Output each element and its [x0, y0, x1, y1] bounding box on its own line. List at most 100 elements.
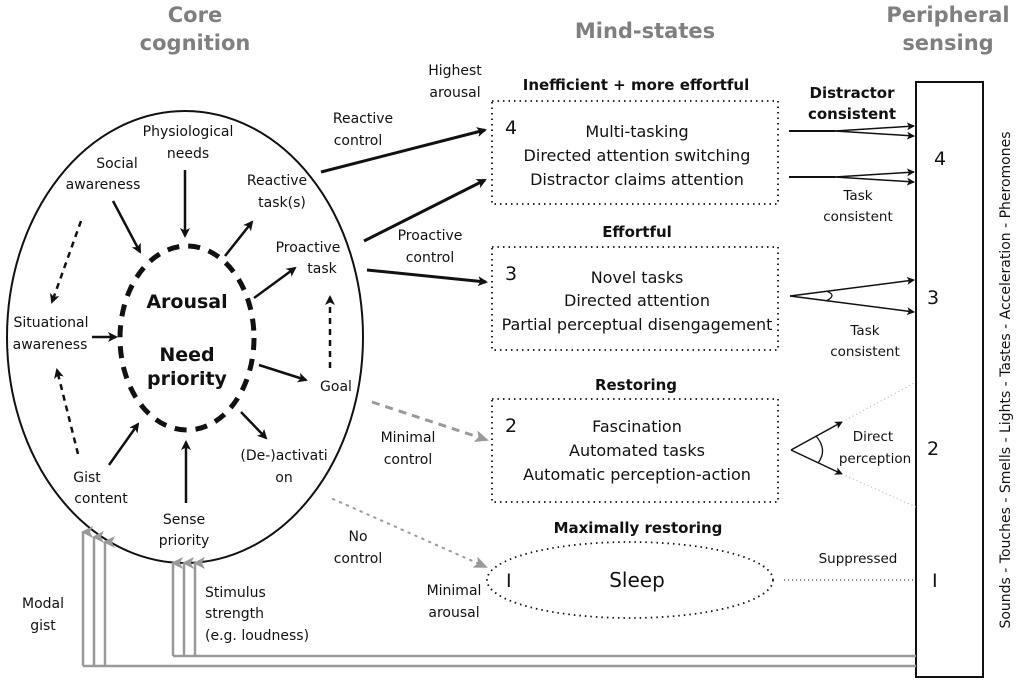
minimal-arousal-label-2: arousal — [428, 605, 479, 621]
sense-priority-label-2: priority — [159, 533, 210, 549]
distractor-consistent-label-2: consistent — [808, 105, 896, 123]
mind-state-1-heading: Maximally restoring — [554, 519, 723, 537]
reactive-tasks-label-2: task(s) — [258, 195, 306, 211]
stimulus-strength-label-2: strength — [205, 606, 264, 622]
mind-state-4-heading: Inefficient + more effortful — [523, 76, 750, 94]
stimulus-strength-label: Stimulus — [205, 585, 266, 601]
modal-gist-label: Modal — [22, 596, 64, 612]
distractor-arrow-lower — [834, 130, 915, 140]
arrow-gist-to-situational — [54, 368, 80, 455]
arrow-social-to-situational — [49, 220, 83, 304]
section-title-sensing: sensing — [902, 31, 993, 55]
arrow-no-control — [332, 498, 488, 568]
arrow-minimal-control — [371, 400, 489, 442]
arousal-need-circle — [117, 243, 257, 433]
task4-arrow-upper — [834, 168, 915, 178]
social-awareness-label: Social — [96, 156, 138, 172]
sleep-label: Sleep — [609, 568, 665, 592]
section-title-mind-states: Mind-states — [575, 19, 715, 43]
mind-state-2: Restoring 2 Fascination Automated tasks … — [491, 376, 779, 503]
proactive-task-label: Proactive — [276, 240, 341, 256]
no-control-label-2: control — [334, 551, 383, 567]
gist-content-label: Gist — [73, 470, 101, 486]
mind-state-4-line-2: Directed attention switching — [524, 146, 751, 165]
priority-label: priority — [147, 368, 228, 390]
task-consistent-4-label: Task — [842, 188, 872, 204]
stimulus-strength-feedback — [171, 557, 916, 658]
sense-priority-label: Sense — [163, 512, 205, 528]
mind-state-3-box — [491, 246, 779, 351]
task-consistent-3-label: Task — [849, 323, 879, 339]
arrow-center-to-reactive — [224, 220, 254, 257]
modal-gist-feedback — [81, 526, 916, 668]
mind-state-2-line-1: Fascination — [592, 417, 682, 436]
need-label: Need — [159, 344, 214, 366]
direct-perception-label-2: perception — [839, 451, 911, 467]
social-awareness-label-2: awareness — [66, 177, 141, 193]
task-consistent-3-arrows — [789, 276, 915, 316]
task-consistent-4-label-2: consistent — [823, 209, 893, 225]
mind-state-2-box — [491, 398, 779, 503]
reactive-tasks-label: Reactive — [247, 173, 307, 189]
mind-state-2-heading: Restoring — [595, 376, 677, 394]
mind-state-4: Inefficient + more effortful 4 Multi-tas… — [491, 76, 779, 205]
section-title-core-cognition: Core — [168, 3, 222, 27]
highest-arousal-label-2: arousal — [429, 85, 480, 101]
sleep-ellipse — [486, 541, 774, 619]
arrow-proactive-to-box4 — [363, 178, 487, 243]
task4-arrow-lower — [834, 176, 915, 186]
peripheral-level-2: 2 — [927, 438, 939, 460]
mind-state-3: Effortful 3 Novel tasks Directed attenti… — [491, 223, 779, 351]
direct-dotted-lower — [841, 473, 917, 508]
mind-state-2-line-3: Automatic perception-action — [523, 465, 751, 484]
mind-state-3-heading: Effortful — [602, 223, 672, 241]
no-control-label: No — [348, 529, 367, 545]
mind-state-4-line-1: Multi-tasking — [585, 122, 688, 141]
direct-perception-label: Direct — [853, 429, 893, 445]
direct-dotted-upper — [841, 381, 917, 423]
section-title-peripheral: Peripheral — [886, 3, 1009, 27]
reactive-control-label-2: control — [334, 133, 383, 149]
mind-state-2-level: 2 — [505, 415, 517, 437]
mind-state-2-line-2: Automated tasks — [569, 441, 705, 460]
direct-perception-arrows — [790, 381, 917, 508]
arrow-center-to-goal — [258, 363, 308, 383]
reactive-control-label: Reactive — [333, 111, 393, 127]
distractor-consistent-arrows — [789, 122, 915, 140]
peripheral-level-4: 4 — [934, 148, 946, 170]
deactivation-label-2: on — [275, 470, 292, 486]
arrow-center-to-deactivation — [240, 411, 268, 440]
physiological-needs-label: Physiological — [143, 124, 234, 140]
highest-arousal-label: Highest — [428, 63, 482, 79]
task-consistent-3-label-2: consistent — [830, 344, 900, 360]
arrow-proactive-control — [366, 268, 488, 287]
suppressed-label: Suppressed — [819, 551, 898, 567]
mind-state-3-line-2: Directed attention — [564, 291, 710, 310]
mind-state-4-box — [491, 100, 779, 205]
deactivation-label: (De-)activati — [240, 448, 327, 464]
distractor-consistent-label: Distractor — [810, 84, 896, 102]
minimal-control-label-2: control — [384, 452, 433, 468]
mind-state-1-level: I — [506, 570, 512, 592]
physiological-needs-label-2: needs — [167, 146, 209, 162]
section-title-core-cognition-2: cognition — [140, 31, 251, 55]
peripheral-sensing-box — [915, 81, 984, 678]
task3-arrow-upper — [789, 276, 915, 297]
task3-angle-arc — [825, 290, 833, 302]
minimal-control-label: Minimal — [381, 430, 436, 446]
mind-state-1: Maximally restoring I Sleep — [486, 519, 774, 619]
arrow-social-to-center — [111, 200, 142, 254]
mind-state-3-line-1: Novel tasks — [591, 268, 684, 287]
arrow-reactive-control — [320, 127, 487, 174]
situational-awareness-label: Situational — [13, 315, 88, 331]
peripheral-level-3: 3 — [927, 287, 939, 309]
mind-state-4-line-3: Distractor claims attention — [530, 170, 744, 189]
mind-state-4-level: 4 — [505, 117, 517, 139]
proactive-control-label-2: control — [406, 250, 455, 266]
peripheral-level-1: I — [932, 570, 938, 592]
senses-list: Sounds - Touches - Smells - Lights - Tas… — [998, 131, 1014, 628]
proactive-task-label-2: task — [307, 261, 337, 277]
situational-awareness-label-2: awareness — [13, 337, 88, 353]
goal-label: Goal — [320, 379, 352, 395]
